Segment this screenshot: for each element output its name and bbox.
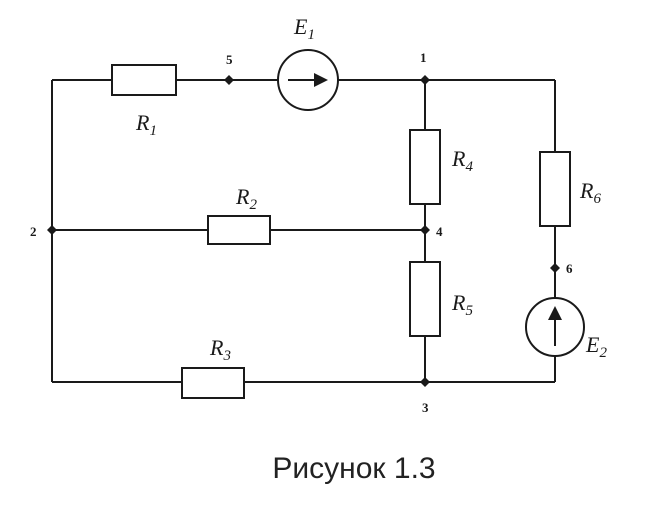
source-e1	[277, 49, 339, 111]
node-2-label: 2	[30, 224, 37, 239]
source-e1-arrow-head-icon	[314, 73, 328, 87]
resistor-r5	[409, 261, 441, 337]
resistor-r2	[207, 215, 271, 245]
label-r4: R4	[451, 146, 473, 175]
label-r5: R5	[451, 290, 473, 319]
label-r3: R3	[209, 335, 231, 364]
node-6-label: 6	[566, 261, 573, 276]
node-1-label: 1	[420, 50, 427, 65]
circuit-diagram: 5 1 2 4 3 6 R1 R2 R3 R4 R5 R6 E1 E2	[30, 14, 607, 415]
node-5-label: 5	[226, 52, 233, 67]
resistor-r3	[181, 367, 245, 399]
figure-caption: Рисунок 1.3	[272, 452, 436, 485]
source-e2-arrow-head-icon	[548, 306, 562, 320]
label-r1: R1	[135, 110, 157, 139]
label-e2: E2	[585, 332, 607, 361]
node-3-dot	[420, 377, 430, 387]
resistor-r1	[111, 64, 177, 96]
label-r6: R6	[579, 178, 601, 207]
node-5-dot	[224, 75, 234, 85]
resistor-r4	[409, 129, 441, 205]
node-4-label: 4	[436, 224, 443, 239]
label-r2: R2	[235, 184, 257, 213]
node-2-dot	[47, 225, 57, 235]
node-6-dot	[550, 263, 560, 273]
node-1-dot	[420, 75, 430, 85]
label-e1: E1	[293, 14, 315, 43]
resistor-r6	[539, 151, 571, 227]
source-e2	[525, 297, 585, 357]
wires	[51, 79, 556, 383]
node-4-dot	[420, 225, 430, 235]
node-3-label: 3	[422, 400, 429, 415]
